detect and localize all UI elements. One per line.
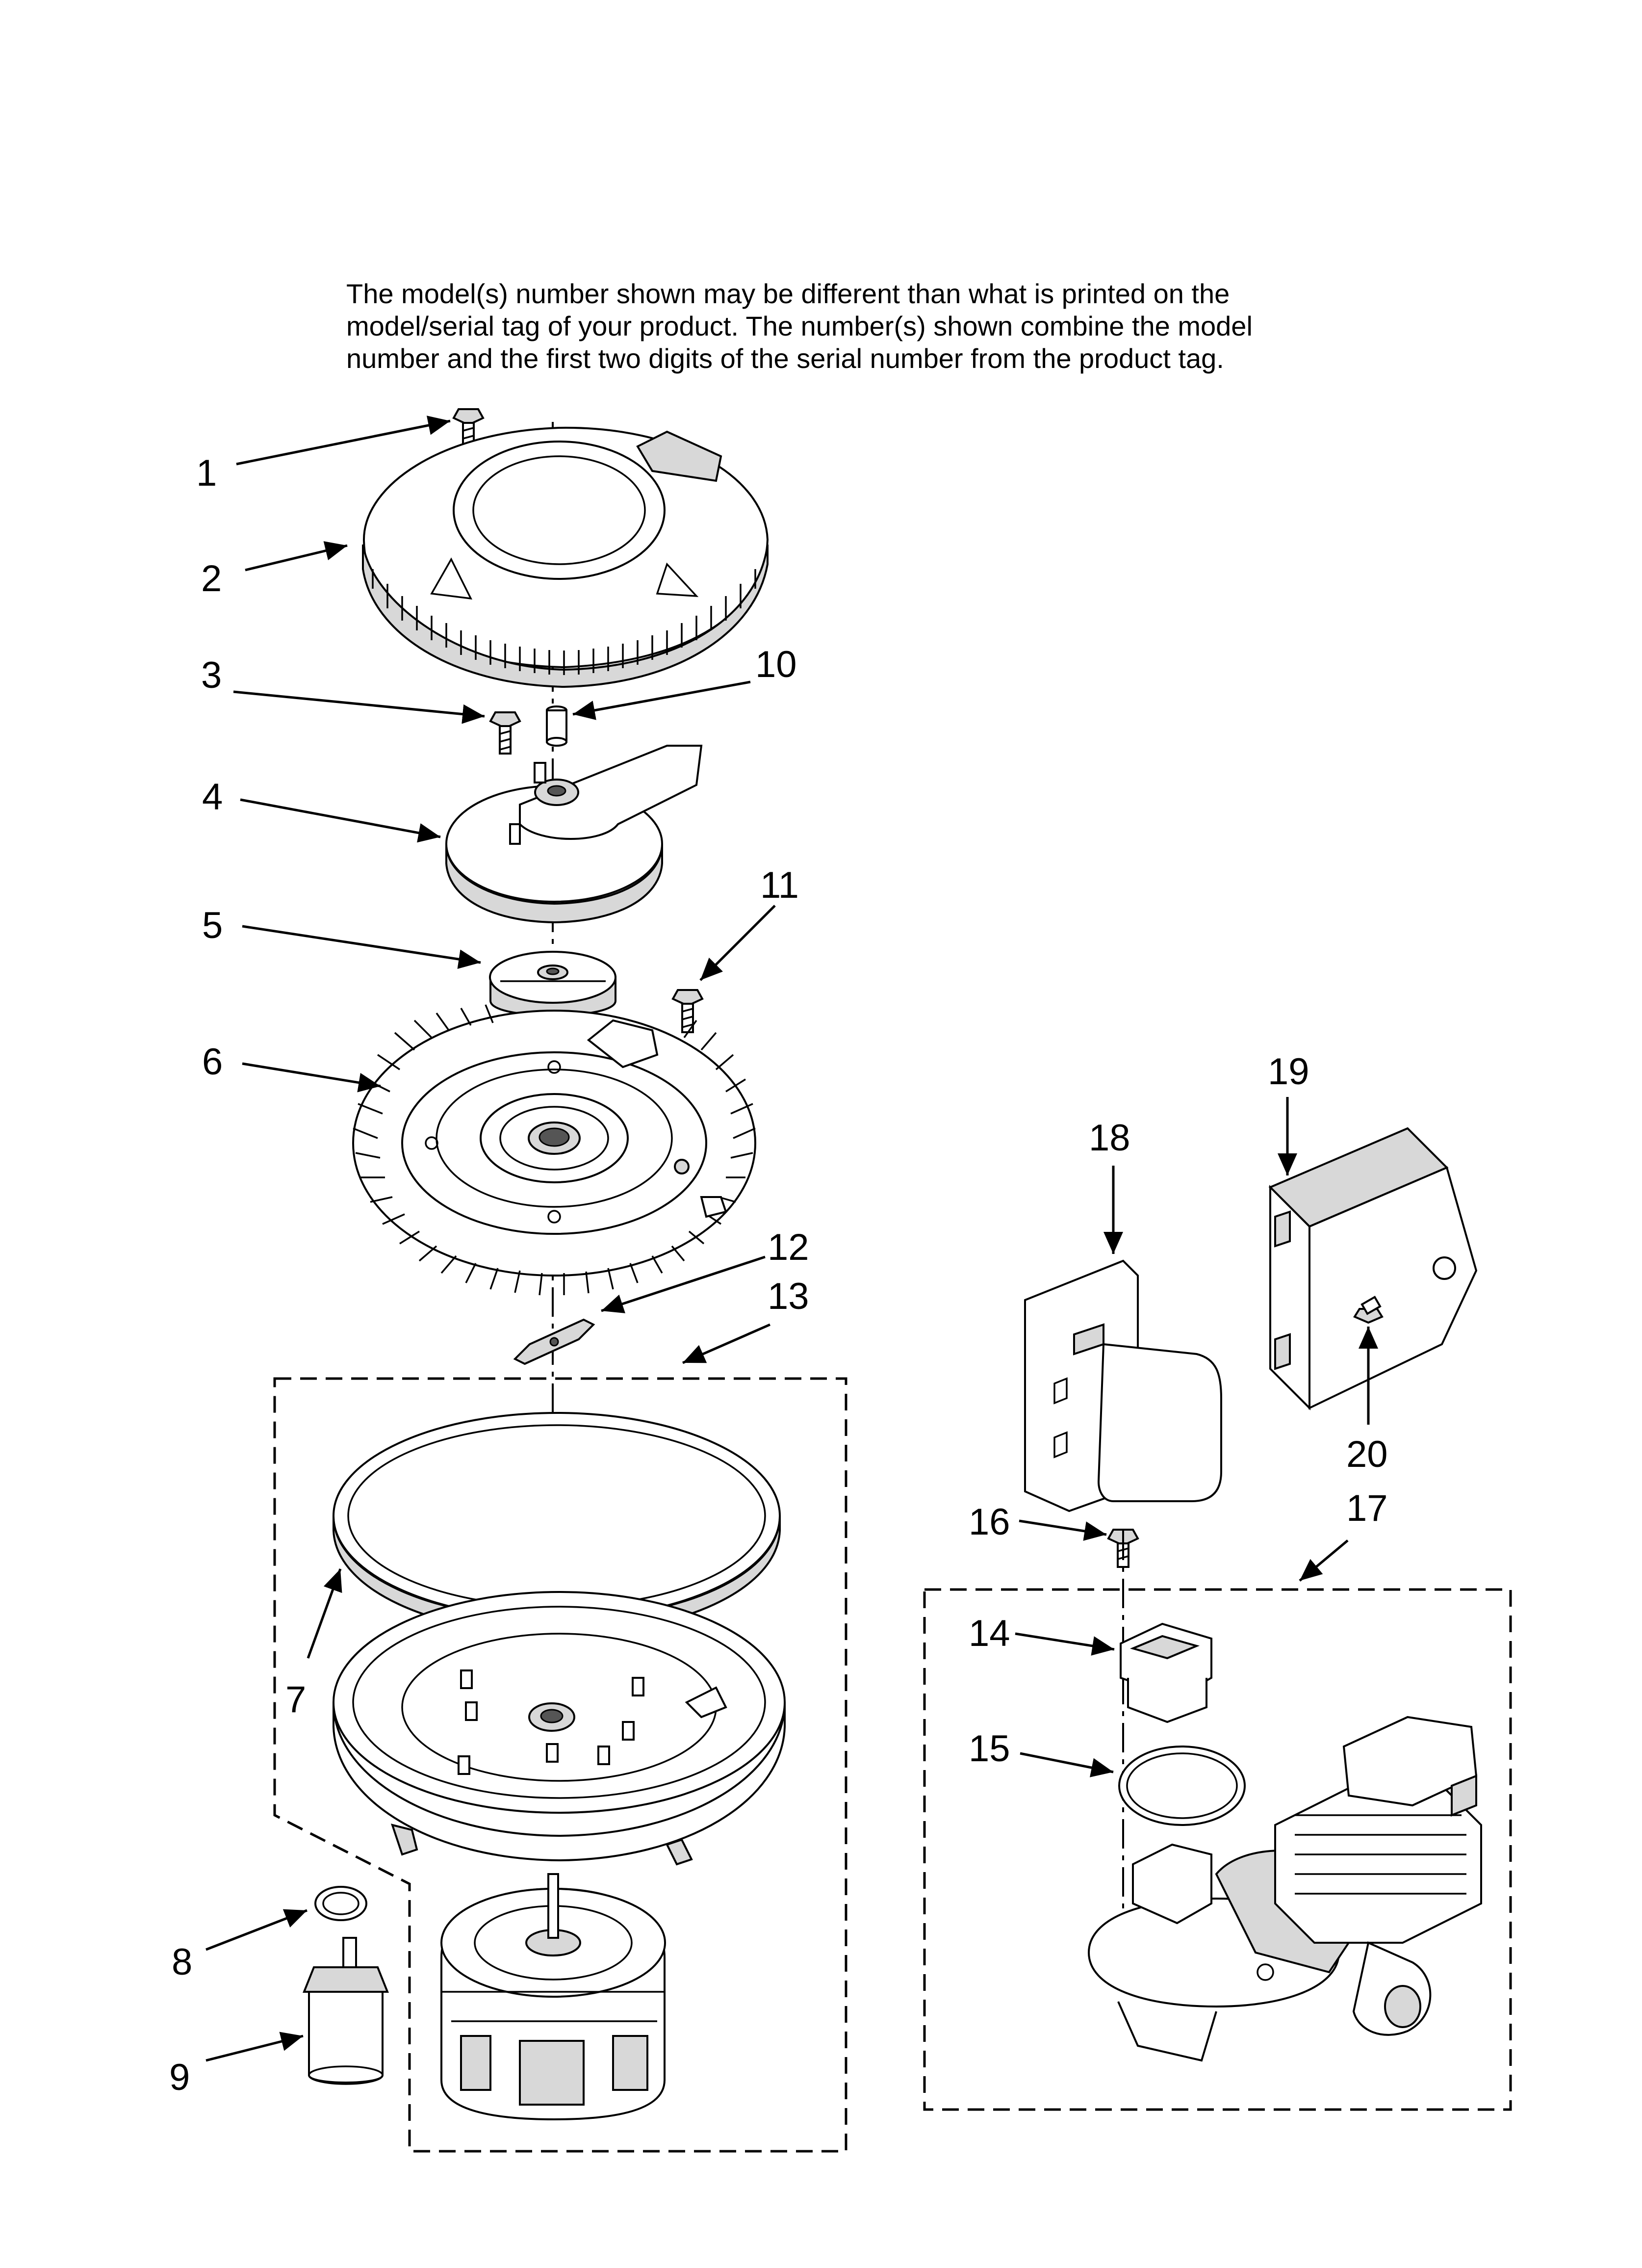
callout-18: 18 (1089, 1117, 1130, 1159)
callout-16: 16 (969, 1501, 1010, 1543)
part-18-bracket (1024, 1259, 1222, 1512)
part-5-impeller (489, 951, 616, 1017)
callout-14: 14 (969, 1613, 1010, 1654)
part-11-screw (671, 989, 704, 1033)
part-14-adapter (1120, 1622, 1212, 1723)
callout-8: 8 (172, 1941, 192, 1983)
part-8-o-ring (314, 1886, 367, 1921)
callout-labels: 1 2 3 4 5 6 7 8 9 10 11 12 13 14 15 16 1… (169, 452, 1388, 2098)
drain-pump (1087, 1716, 1482, 2062)
part-6-pump-base (352, 1004, 756, 1296)
callout-6: 6 (202, 1041, 223, 1083)
callout-9: 9 (169, 2057, 190, 2098)
callout-17: 17 (1346, 1487, 1388, 1529)
callout-5: 5 (202, 905, 223, 946)
part-4-pump-housing (445, 745, 703, 924)
part-9-connector (303, 1937, 389, 2085)
callout-13: 13 (768, 1276, 809, 1317)
part-2-filter-cover (362, 426, 769, 688)
leader-lines (205, 416, 1378, 2062)
part-7-sump (333, 1591, 786, 1866)
callout-19: 19 (1268, 1051, 1309, 1093)
callout-7: 7 (285, 1679, 306, 1721)
part-12-gasket (513, 1318, 595, 1365)
disclaimer-note: The model(s) number shown may be differe… (346, 278, 1474, 375)
part-13-group-outline (273, 1377, 847, 2153)
callout-10: 10 (755, 644, 797, 685)
part-10-pin (546, 705, 567, 747)
part-3-screw (489, 711, 521, 755)
callout-3: 3 (201, 654, 222, 696)
callout-4: 4 (202, 776, 223, 818)
part-19-control-box (1268, 1127, 1478, 1410)
part-15-o-ring (1118, 1746, 1246, 1826)
note-line-1: The model(s) number shown may be differe… (346, 278, 1230, 309)
note-line-3: number and the first two digits of the s… (346, 343, 1224, 374)
part-17-group-outline (923, 1588, 1512, 2111)
note-line-2: model/serial tag of your product. The nu… (346, 311, 1253, 341)
callout-20: 20 (1346, 1434, 1388, 1475)
part-20-screw (1353, 1296, 1384, 1324)
callout-2: 2 (201, 558, 222, 600)
callout-12: 12 (768, 1226, 809, 1268)
callout-1: 1 (196, 452, 217, 494)
pump-motor (440, 1873, 666, 2121)
callout-15: 15 (969, 1728, 1010, 1770)
callout-11: 11 (760, 864, 799, 906)
